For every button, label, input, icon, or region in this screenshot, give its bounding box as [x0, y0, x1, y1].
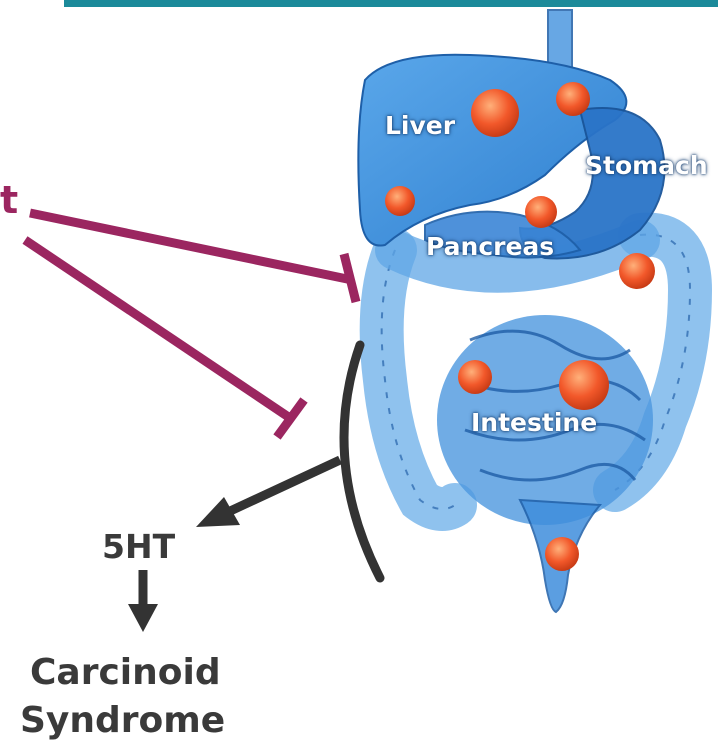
tumor-colon	[619, 253, 655, 289]
tumor-liver-left	[385, 186, 415, 216]
liver-label: Liver	[385, 111, 455, 140]
product-label: 5HT	[102, 527, 175, 566]
outcome-line1: Carcinoid	[30, 652, 221, 693]
tumor-liver-right	[556, 82, 590, 116]
inhibit-bar-upper	[344, 254, 356, 302]
tumor-intestine-left	[458, 360, 492, 394]
inhibit-line-upper	[30, 213, 352, 280]
tumor-intestine-center	[559, 360, 609, 410]
inhibition-lines	[25, 213, 356, 437]
release-arrow-shaft	[226, 460, 340, 513]
tumor-rectum	[545, 537, 579, 571]
pancreas-label: Pancreas	[426, 232, 554, 261]
tumor-liver-center	[471, 89, 519, 137]
inhibit-bar-lower	[277, 400, 304, 437]
inhibitor-label: t	[0, 178, 18, 222]
outcome-line2: Syndrome	[20, 700, 225, 741]
outcome-arrow-head	[128, 604, 158, 632]
tumor-pancreas	[525, 196, 557, 228]
stomach-label: Stomach	[585, 151, 708, 180]
intestine-label: Intestine	[471, 408, 597, 437]
inhibit-line-lower	[25, 240, 290, 418]
